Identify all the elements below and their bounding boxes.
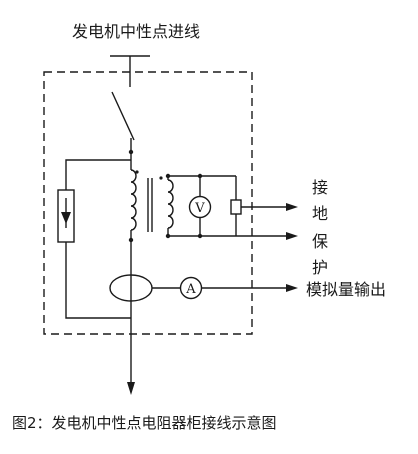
ammeter: A	[179, 276, 203, 300]
analog-output-label: 模拟量输出	[306, 280, 386, 299]
ground-output	[127, 302, 135, 395]
voltmeter-label: V	[194, 201, 205, 216]
loop-junction-bottom	[197, 233, 203, 239]
side-char-4: 护	[312, 258, 328, 277]
side-char-3: 保	[312, 232, 328, 251]
disconnect-switch	[111, 91, 135, 152]
transformer-primary	[130, 169, 139, 240]
analog-output-arrow	[201, 284, 298, 292]
transformer-secondary	[159, 176, 174, 236]
grounding-resistor-branch	[57, 159, 131, 319]
side-char-2: 地	[312, 204, 328, 223]
figure-caption: 图2：发电机中性点电阻器柜接线示意图	[12, 414, 277, 432]
ammeter-label: A	[185, 282, 196, 297]
voltmeter: V	[188, 195, 212, 219]
incoming-line-label: 发电机中性点进线	[72, 22, 200, 41]
protection-relay	[230, 199, 242, 215]
cabinet-enclosure	[43, 71, 253, 335]
incoming-line	[110, 55, 150, 87]
loop-junction-top	[197, 173, 203, 179]
side-char-1: 接	[312, 178, 328, 197]
protection-output-arrows	[236, 203, 298, 240]
secondary-loop	[168, 175, 237, 237]
ground-protection-label: 接 地 保 护	[312, 178, 328, 277]
